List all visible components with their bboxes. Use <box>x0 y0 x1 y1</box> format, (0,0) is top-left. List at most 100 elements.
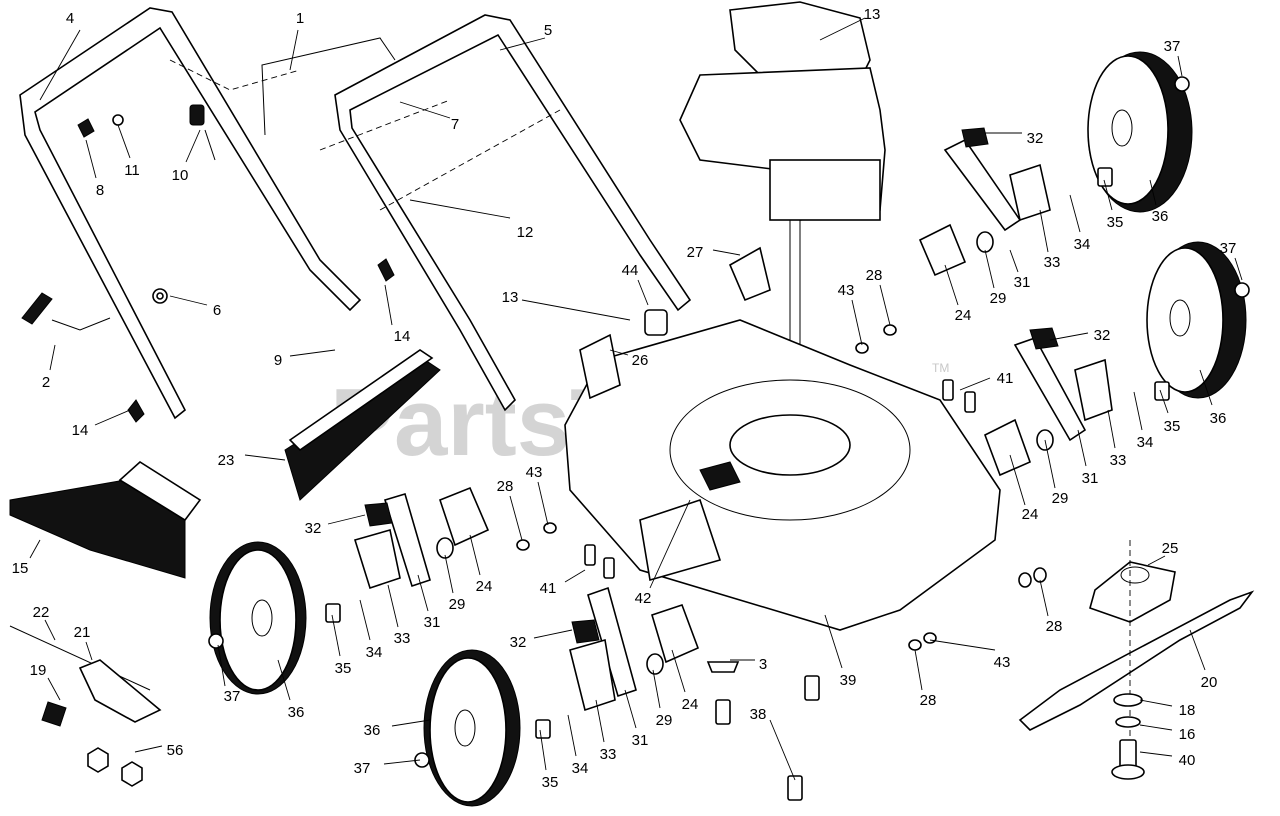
leader-line-13 <box>819 17 866 41</box>
engine <box>679 1 886 460</box>
leader-line-37 <box>1234 257 1243 281</box>
height-adjuster-rear-left <box>353 486 557 590</box>
leader-line-10 <box>185 129 201 163</box>
callout-44: 44 <box>622 262 639 279</box>
callout-34: 34 <box>366 644 383 661</box>
callout-42: 42 <box>635 590 652 607</box>
callout-10: 10 <box>172 167 189 184</box>
callout-2: 2 <box>42 374 50 391</box>
callout-24: 24 <box>955 307 972 324</box>
height-adjuster-front-right <box>983 327 1113 477</box>
leader-line-24 <box>469 534 481 576</box>
callout-31: 31 <box>1082 470 1099 487</box>
height-lever-assembly <box>9 625 162 787</box>
callout-13: 13 <box>864 6 881 23</box>
callout-14: 14 <box>394 328 411 345</box>
leader-line-16 <box>1139 724 1173 731</box>
callout-35: 35 <box>1107 214 1124 231</box>
leader-line-18 <box>1139 699 1173 707</box>
callout-28: 28 <box>497 478 514 495</box>
leader-line-23 <box>244 454 286 461</box>
leader-line-31 <box>1009 249 1019 273</box>
leader-line-35 <box>331 614 341 657</box>
leader-line-35 <box>1159 389 1169 414</box>
leader-line-15 <box>29 539 41 559</box>
leader-line-24 <box>944 264 959 306</box>
callout-5: 5 <box>544 22 552 39</box>
bracket-26 <box>579 333 621 400</box>
callout-31: 31 <box>424 614 441 631</box>
leader-line-24 <box>671 649 686 693</box>
leader-line-37 <box>383 759 421 765</box>
leader-line-29 <box>444 554 454 594</box>
callout-35: 35 <box>1164 418 1181 435</box>
callout-36: 36 <box>364 722 381 739</box>
leader-line-33 <box>1107 409 1116 449</box>
height-adjuster-rear-right <box>918 127 1051 277</box>
callout-31: 31 <box>632 732 649 749</box>
leader-line-14 <box>94 409 131 426</box>
leader-line-19 <box>47 677 61 701</box>
callout-34: 34 <box>1074 236 1091 253</box>
leader-line-29 <box>1044 439 1056 489</box>
mower-deck <box>564 319 1001 631</box>
callout-40: 40 <box>1179 752 1196 769</box>
leader-line-36 <box>277 659 291 701</box>
leader-line-2 <box>49 344 56 371</box>
leader-line-34 <box>1133 391 1143 431</box>
callout-6: 6 <box>213 302 221 319</box>
leader-line-12 <box>409 199 511 219</box>
leader-line-31 <box>624 689 637 729</box>
callout-56: 56 <box>167 742 184 759</box>
callout-25: 25 <box>1162 540 1179 557</box>
leader-line-33 <box>595 699 605 743</box>
leader-line-13 <box>521 299 631 321</box>
leader-line-27 <box>712 249 741 256</box>
leader-line-21 <box>85 641 93 661</box>
leader-line-35 <box>1103 179 1113 211</box>
leader-line-43 <box>537 481 549 526</box>
leader-line-7 <box>399 101 451 119</box>
discharge-chute <box>9 460 202 579</box>
callout-43: 43 <box>838 282 855 299</box>
leader-line-33 <box>387 584 399 628</box>
leader-line-28 <box>1039 579 1049 617</box>
callout-34: 34 <box>572 760 589 777</box>
leader-line-41 <box>959 377 991 391</box>
callout-33: 33 <box>1044 254 1061 271</box>
wheel-rear-left <box>209 541 307 695</box>
callout-39: 39 <box>840 672 857 689</box>
callout-32: 32 <box>1027 130 1044 147</box>
callout-12: 12 <box>517 224 534 241</box>
leader-line-34 <box>1069 194 1081 233</box>
callout-32: 32 <box>510 634 527 651</box>
wheel-front-right <box>1146 241 1247 399</box>
callout-34: 34 <box>1137 434 1154 451</box>
callout-23: 23 <box>218 452 235 469</box>
callout-29: 29 <box>449 596 466 613</box>
callout-24: 24 <box>682 696 699 713</box>
callout-26: 26 <box>632 352 649 369</box>
leader-line-36 <box>1199 369 1213 406</box>
control-bar <box>261 37 396 136</box>
callout-28: 28 <box>866 267 883 284</box>
wheel-rear-right <box>1087 51 1193 213</box>
callout-18: 18 <box>1179 702 1196 719</box>
callout-38: 38 <box>750 706 767 723</box>
leader-line-39 <box>824 614 843 669</box>
deck-bolts <box>584 324 1047 801</box>
leader-line-33 <box>1039 209 1049 253</box>
callout-7: 7 <box>451 116 459 133</box>
callout-37: 37 <box>354 760 371 777</box>
callout-41: 41 <box>997 370 1014 387</box>
leader-line-26 <box>609 349 629 356</box>
leader-line-37 <box>217 644 226 687</box>
leader-line-32 <box>533 629 573 639</box>
callout-9: 9 <box>274 352 282 369</box>
callout-37: 37 <box>1164 38 1181 55</box>
leader-line-40 <box>1139 751 1173 757</box>
callout-22: 22 <box>33 604 50 621</box>
leader-line-14 <box>384 284 393 326</box>
